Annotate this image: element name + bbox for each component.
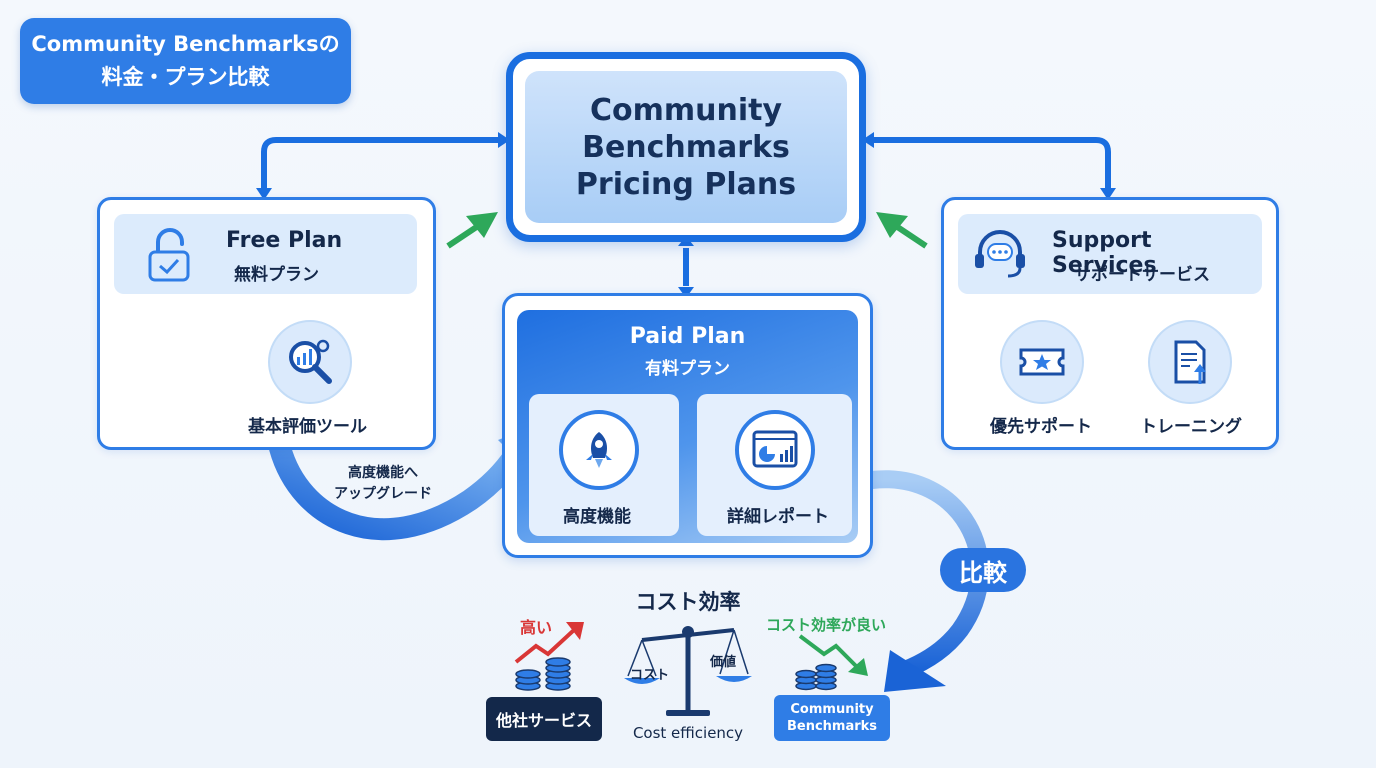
header-title-line2: 料金・プラン比較	[101, 65, 270, 89]
main-node: Community Benchmarks Pricing Plans	[506, 52, 866, 242]
upgrade-label-line1: 高度機能へ	[348, 465, 418, 481]
compare-pill: 比較	[940, 548, 1026, 592]
paid-plan-subtitle: 有料プラン	[645, 359, 730, 379]
high-cost-label: 高い	[520, 618, 553, 637]
paid-feature2-label: 詳細レポート	[727, 507, 829, 527]
cost-efficiency-caption: Cost efficiency	[632, 724, 744, 742]
unlock-icon	[144, 228, 196, 286]
coins-icon	[512, 652, 578, 696]
others-service-badge: 他社サービス	[486, 697, 602, 741]
main-title-line3: Pricing Plans	[575, 166, 797, 202]
ticket-star-icon	[1000, 320, 1084, 404]
support-services-title: Support Services	[1052, 228, 1157, 278]
document-upload-icon	[1148, 320, 1232, 404]
header-title-line1: Community Benchmarksの	[31, 32, 340, 56]
ours-line1: Community	[790, 702, 874, 717]
community-benchmarks-badge: Community Benchmarks	[774, 695, 890, 741]
upgrade-label: 高度機能へ アップグレード	[328, 463, 438, 505]
free-plan-header: Free Plan 無料プラン	[114, 214, 417, 294]
header-badge: Community Benchmarksの 料金・プラン比較	[20, 18, 351, 104]
support-services-header: Support Services サポートサービス	[958, 214, 1262, 294]
paid-feature1-tile: 高度機能	[529, 394, 679, 536]
support-item1-label: 優先サポート	[990, 417, 1092, 437]
paid-plan-title: Paid Plan	[629, 324, 746, 349]
support-services-card: Support Services サポートサービス 優先サポート トレーニング	[941, 197, 1279, 450]
upgrade-label-line2: アップグレード	[334, 486, 432, 502]
support-services-subtitle: サポートサービス	[1074, 265, 1210, 285]
report-chart-icon	[735, 410, 815, 490]
paid-plan-inner: Paid Plan 有料プラン 高度機能	[517, 310, 858, 543]
paid-plan-card: Paid Plan 有料プラン 高度機能	[502, 293, 873, 558]
ours-line2: Benchmarks	[786, 719, 878, 734]
balance-scale-icon	[614, 622, 762, 726]
coins-icon-ours	[794, 656, 840, 696]
free-plan-feature-label: 基本評価ツール	[248, 417, 367, 437]
headset-icon	[972, 228, 1028, 286]
support-item2-label: トレーニング	[1140, 417, 1242, 437]
good-efficiency-label: コスト効率が良い	[766, 616, 887, 634]
magnifier-chart-icon	[268, 320, 352, 404]
main-node-inner: Community Benchmarks Pricing Plans	[525, 71, 847, 223]
cost-efficiency-title: コスト効率	[635, 590, 741, 614]
paid-feature1-label: 高度機能	[563, 507, 631, 527]
value-pan-label: 価値	[710, 655, 737, 670]
cost-pan-label: コスト	[630, 668, 670, 683]
main-title-line2: Benchmarks	[582, 129, 790, 165]
free-plan-subtitle: 無料プラン	[234, 265, 319, 285]
paid-feature2-tile: 詳細レポート	[697, 394, 852, 536]
rocket-icon	[559, 410, 639, 490]
free-plan-card: Free Plan 無料プラン 基本評価ツール	[97, 197, 436, 450]
free-plan-title: Free Plan	[226, 228, 343, 253]
main-title-line1: Community	[589, 92, 783, 128]
